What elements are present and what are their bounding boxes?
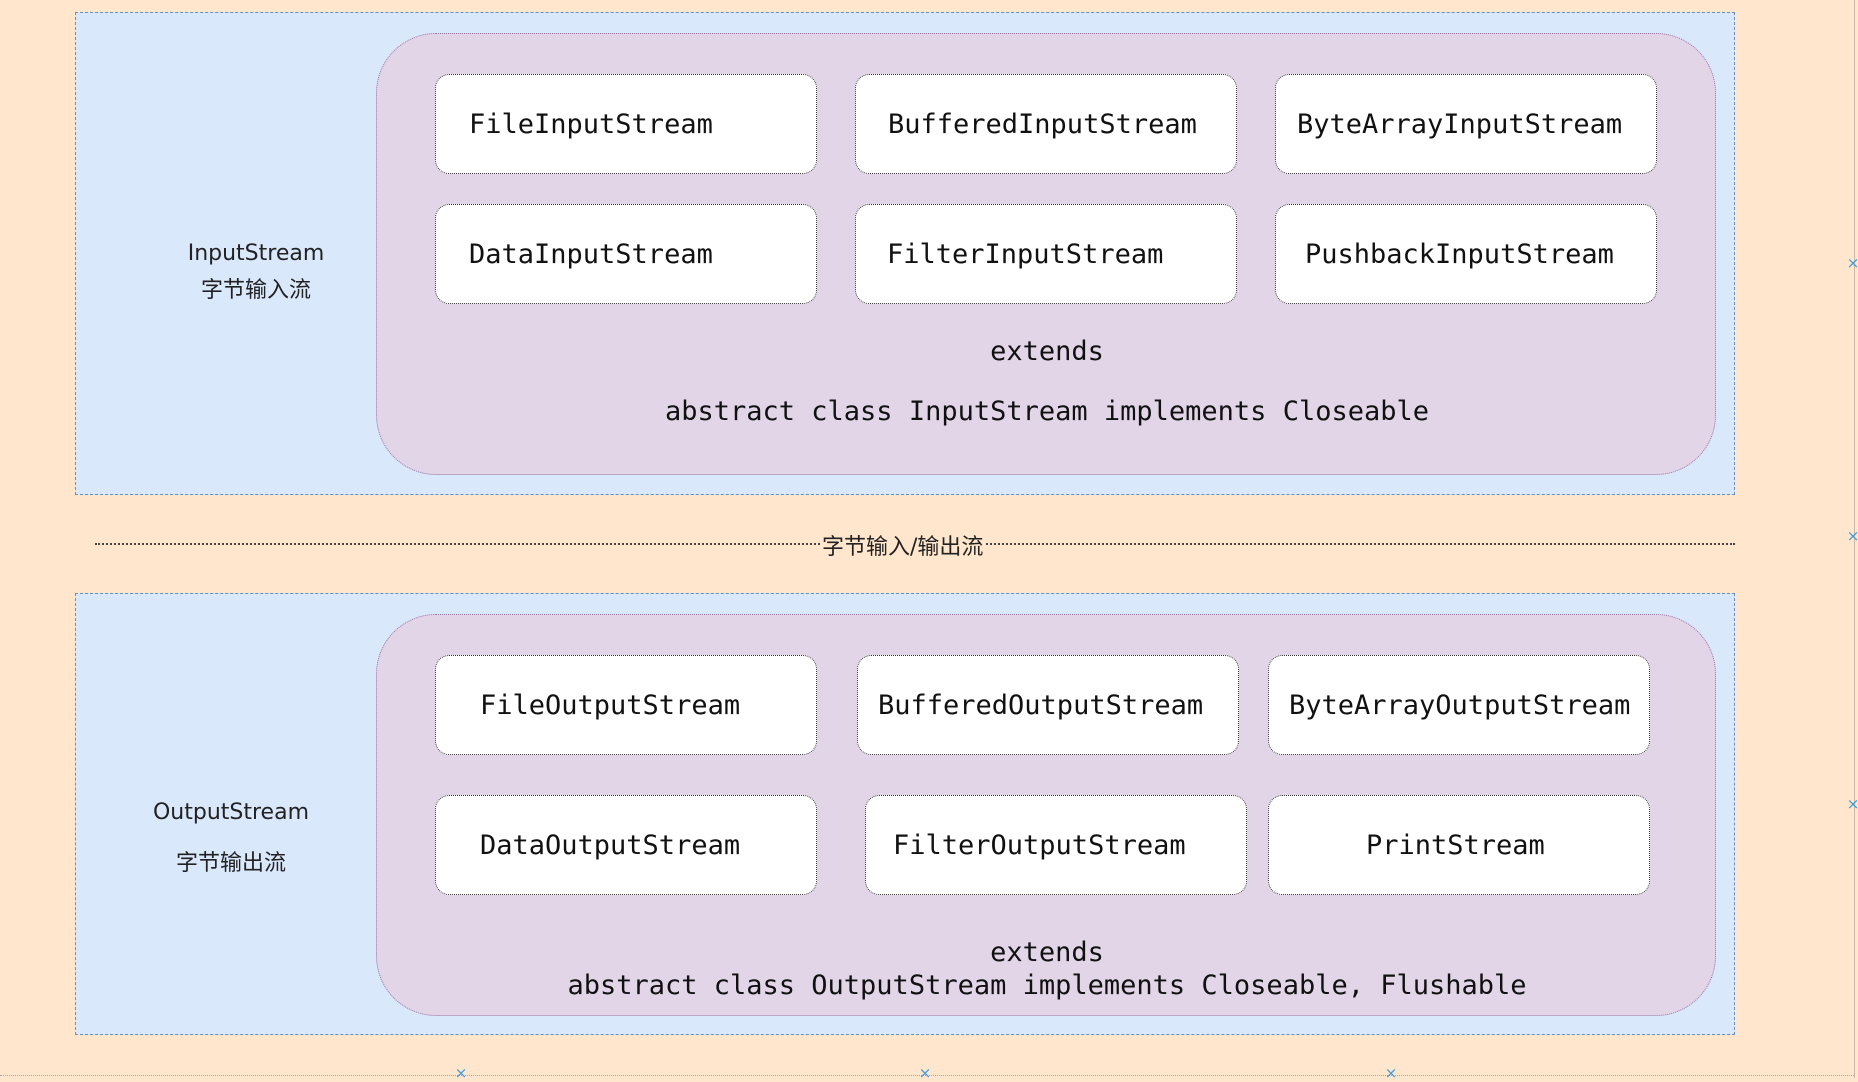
class-box-bufferedoutputstream[interactable]: BufferedOutputStream [857,655,1239,755]
inputstream-extends-label: extends [990,336,1104,367]
inputstream-title: InputStream [187,241,325,266]
outputstream-extends-label: extends [990,937,1104,968]
inputstream-group-label: InputStream 字节输入流 [176,241,336,304]
connection-marker: × [454,1064,468,1082]
class-box-fileinputstream[interactable]: FileInputStream [435,74,817,174]
connection-marker: × [1384,1064,1398,1082]
inputstream-hierarchy-container: FileInputStream BufferedInputStream Byte… [376,33,1716,475]
canvas-bottom-edge [0,1075,1854,1076]
class-box-filteroutputstream[interactable]: FilterOutputStream [865,795,1247,895]
class-box-datainputstream[interactable]: DataInputStream [435,204,817,304]
canvas-right-edge [1854,0,1855,1078]
outputstream-hierarchy-container: FileOutputStream BufferedOutputStream By… [376,614,1716,1016]
class-box-filterinputstream[interactable]: FilterInputStream [855,204,1237,304]
inputstream-base-class: abstract class InputStream implements Cl… [664,396,1429,427]
class-box-fileoutputstream[interactable]: FileOutputStream [435,655,817,755]
class-box-pushbackinputstream[interactable]: PushbackInputStream [1275,204,1657,304]
connection-marker: × [1846,254,1858,272]
inputstream-subtitle: 字节输入流 [200,278,311,303]
outputstream-subtitle: 字节输出流 [175,851,286,876]
connection-marker: × [918,1064,932,1082]
inputstream-group: InputStream 字节输入流 FileInputStream Buffer… [75,12,1735,495]
class-box-bufferedinputstream[interactable]: BufferedInputStream [855,74,1237,174]
outputstream-base-class: abstract class OutputStream implements C… [567,970,1527,1001]
class-box-bytearrayinputstream[interactable]: ByteArrayInputStream [1275,74,1657,174]
outputstream-group: OutputStream 字节输出流 FileOutputStream Buff… [75,593,1735,1035]
connection-marker: × [1846,527,1858,545]
class-box-dataoutputstream[interactable]: DataOutputStream [435,795,817,895]
separator-label: 字节输入/输出流 [820,529,986,561]
connection-marker: × [1846,795,1858,813]
outputstream-title: OutputStream [152,800,310,825]
outputstream-group-label: OutputStream 字节输出流 [131,800,331,877]
class-box-printstream[interactable]: PrintStream [1268,795,1650,895]
class-box-bytearrayoutputstream[interactable]: ByteArrayOutputStream [1268,655,1650,755]
